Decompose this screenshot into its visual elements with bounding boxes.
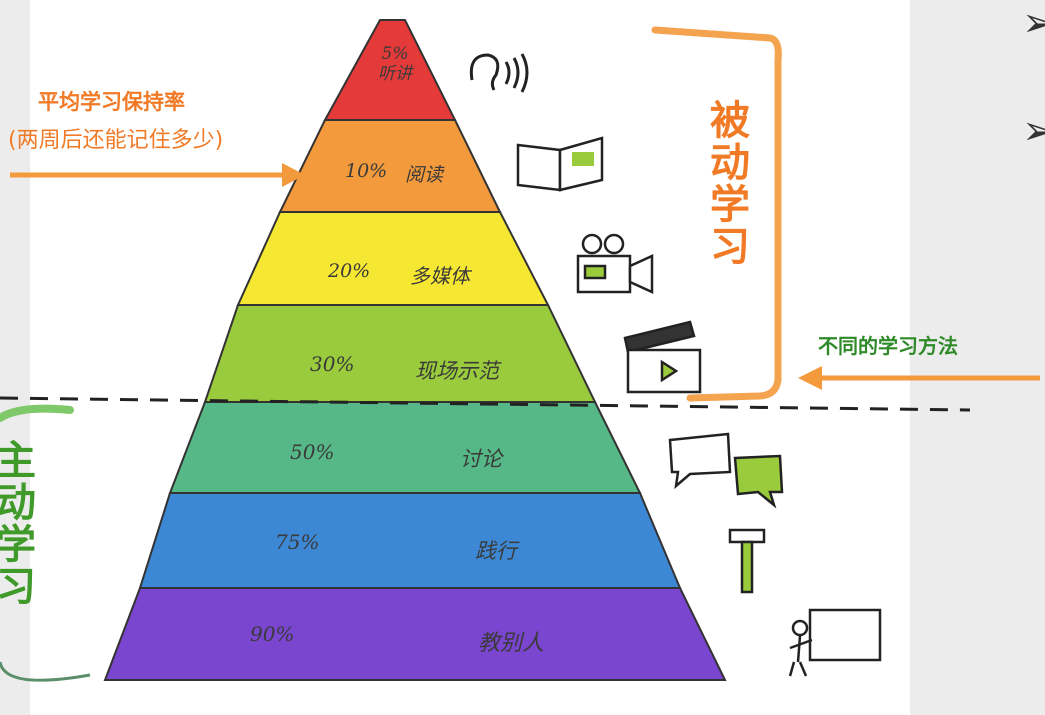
layer-shape-6 — [138, 492, 682, 589]
left-panel — [0, 0, 30, 715]
methods-label: 不同的学习方法 — [818, 334, 958, 358]
divider-line — [0, 396, 971, 412]
methods-arrow-head — [798, 366, 822, 390]
speech-bubbles-icon — [668, 432, 784, 509]
video-camera-icon — [576, 233, 654, 294]
layer-5-pct: 50% — [290, 440, 335, 464]
layer-1-pct: 5% — [381, 44, 409, 64]
layer-1: 5% 听讲 — [378, 44, 412, 85]
layer-2-pct: 10% — [345, 160, 388, 182]
layer-shape-3 — [236, 211, 550, 306]
right-panel — [910, 0, 1045, 715]
layer-3-method: 多媒体 — [410, 264, 470, 288]
layer-7-pct: 90% — [250, 622, 295, 646]
book-icon — [516, 136, 604, 192]
bullet-2: ➢ — [1022, 108, 1045, 154]
layer-7-method: 教别人 — [478, 631, 545, 656]
layer-shape-2 — [278, 119, 502, 213]
hammer-icon — [728, 528, 766, 594]
layer-shape-5 — [168, 401, 642, 494]
retention-title: 平均学习保持率 — [38, 90, 185, 114]
active-learning-label: 主动学习 — [0, 438, 36, 610]
layer-4-method: 现场示范 — [415, 359, 499, 383]
layer-2-method: 阅读 — [405, 164, 444, 186]
active-bracket-bottom — [0, 661, 91, 682]
teacher-whiteboard-icon — [788, 608, 882, 677]
active-bracket-top — [0, 404, 74, 422]
retention-arrow-head — [282, 163, 305, 187]
layer-6-method: 践行 — [475, 539, 517, 563]
layer-4-pct: 30% — [310, 352, 355, 376]
ear-icon — [469, 53, 529, 93]
layer-3-pct: 20% — [328, 260, 371, 282]
layer-shape-4 — [203, 304, 597, 403]
retention-subtitle: (两周后还能记住多少) — [8, 128, 224, 153]
bullet-1: ➢ — [1022, 0, 1045, 46]
passive-bracket — [651, 26, 782, 402]
clapperboard-icon — [623, 320, 702, 394]
layer-shape-7 — [103, 587, 727, 681]
layer-6-pct: 75% — [275, 530, 320, 554]
layer-1-method: 听讲 — [378, 64, 412, 85]
layer-5-method: 讨论 — [460, 447, 502, 471]
passive-learning-label: 被动学习 — [710, 98, 750, 270]
